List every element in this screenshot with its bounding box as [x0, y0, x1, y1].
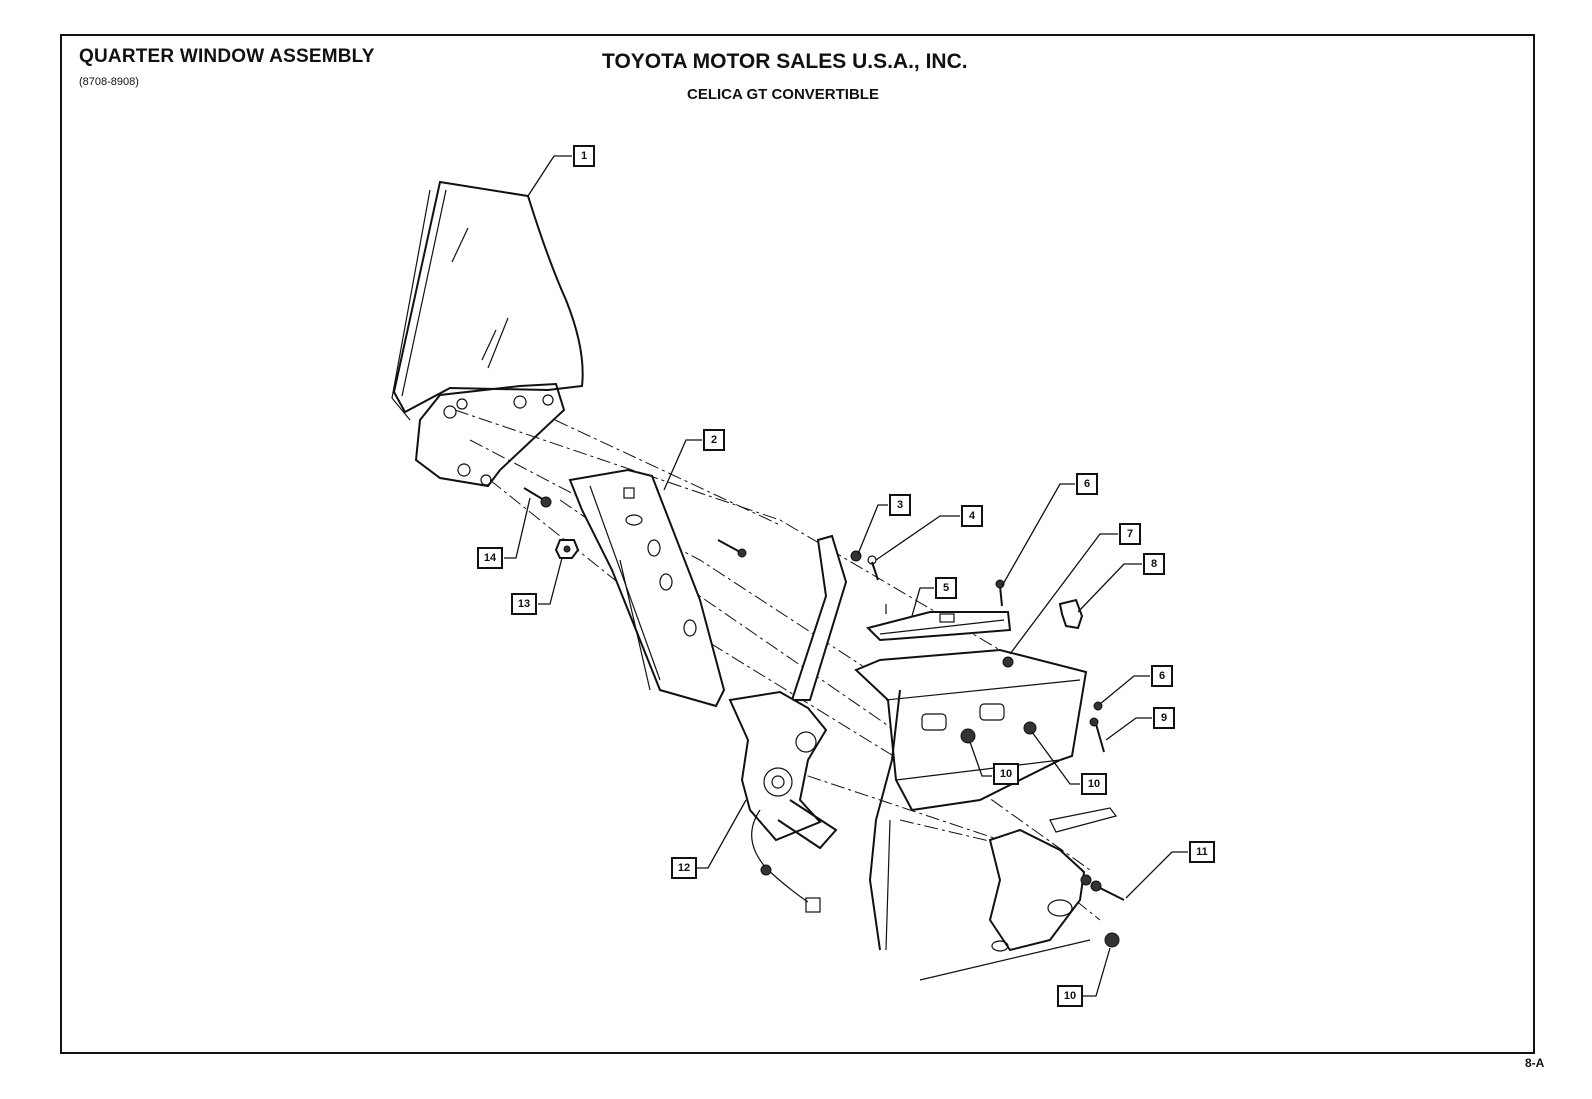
callout-13: 13 [511, 593, 537, 615]
callout-9: 9 [1153, 707, 1175, 729]
nut-part-10-lower [1104, 932, 1120, 948]
window-channel-bracket [568, 468, 726, 708]
callout-4-label: 4 [969, 510, 976, 522]
production-range: (8708-8908) [79, 76, 139, 88]
callout-10-right: 10 [1081, 773, 1107, 795]
stud-part-14 [523, 487, 552, 508]
callout-11: 11 [1189, 841, 1215, 863]
drawing-border [60, 34, 1535, 1054]
quarter-window-glass [391, 180, 584, 488]
callout-10-right-label: 10 [1088, 778, 1100, 790]
callout-10-left: 10 [993, 763, 1019, 785]
guide-rail-part-5 [866, 604, 1012, 642]
vehicle-model: CELICA GT CONVERTIBLE [687, 86, 879, 103]
callout-13-label: 13 [518, 598, 530, 610]
callout-10-left-label: 10 [1000, 768, 1012, 780]
callout-12-label: 12 [678, 862, 690, 874]
callout-9-label: 9 [1161, 712, 1167, 724]
company-name: TOYOTA MOTOR SALES U.S.A., INC. [602, 50, 968, 73]
callout-14: 14 [477, 547, 503, 569]
callout-5: 5 [935, 577, 957, 599]
bolt-part-11 [1080, 874, 1125, 901]
callout-6-lower: 6 [1151, 665, 1173, 687]
bracket-part-8 [1058, 598, 1084, 630]
callout-1: 1 [573, 145, 595, 167]
assembly-title: QUARTER WINDOW ASSEMBLY [79, 46, 375, 67]
callout-7: 7 [1119, 523, 1141, 545]
callout-6-upper: 6 [1076, 473, 1098, 495]
callout-4: 4 [961, 505, 983, 527]
callout-14-label: 14 [484, 552, 497, 564]
callout-2-label: 2 [711, 434, 717, 446]
lower-mount-bracket [919, 828, 1091, 981]
callout-10-bottom-label: 10 [1064, 990, 1076, 1002]
channel-bolt [717, 539, 747, 558]
callout-5-label: 5 [943, 582, 949, 594]
callout-6-upper-label: 6 [1084, 478, 1090, 490]
callout-1-label: 1 [581, 150, 587, 162]
callout-8: 8 [1143, 553, 1165, 575]
callout-2: 2 [703, 429, 725, 451]
body-pillar [868, 689, 1118, 951]
bolt-part-9 [1089, 717, 1105, 753]
window-regulator-motor [728, 534, 848, 913]
callout-3: 3 [889, 494, 911, 516]
callout-6-lower-label: 6 [1159, 670, 1165, 682]
callout-8-label: 8 [1151, 558, 1157, 570]
page-number: 8-A [1525, 1056, 1545, 1070]
leader-lines [504, 155, 1188, 997]
nut-part-3 [850, 550, 862, 562]
nut-part-13 [554, 539, 580, 559]
callout-11-label: 11 [1196, 846, 1208, 858]
callout-3-label: 3 [897, 499, 903, 511]
callout-12: 12 [671, 857, 697, 879]
callout-7-label: 7 [1127, 528, 1133, 540]
inner-panel-part-7 [854, 648, 1088, 812]
callout-10-bottom: 10 [1057, 985, 1083, 1007]
